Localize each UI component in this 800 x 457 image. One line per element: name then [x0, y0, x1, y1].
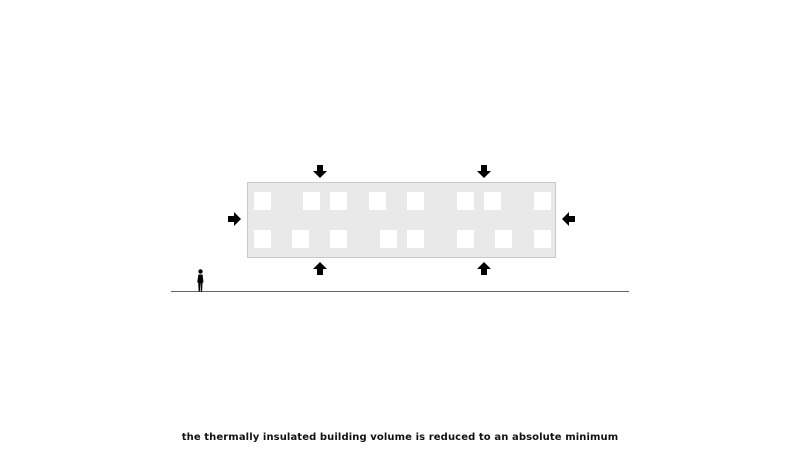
arrow-up-icon — [313, 262, 327, 275]
window — [407, 192, 424, 210]
window — [254, 192, 271, 210]
arrow-up-icon — [477, 262, 491, 275]
window — [330, 192, 347, 210]
arrow-left-icon — [562, 212, 575, 226]
arrow-down-icon — [477, 165, 491, 178]
window — [457, 192, 474, 210]
window — [457, 230, 474, 248]
window — [380, 230, 397, 248]
window — [495, 230, 512, 248]
window — [484, 192, 501, 210]
window — [407, 230, 424, 248]
window — [303, 192, 320, 210]
window — [292, 230, 309, 248]
person-silhouette-icon — [197, 269, 204, 292]
arrows — [228, 165, 575, 275]
window-row-top — [254, 192, 551, 210]
window — [534, 230, 551, 248]
window-row-bottom — [254, 230, 551, 248]
window — [254, 230, 271, 248]
window — [369, 192, 386, 210]
diagram-caption: the thermally insulated building volume … — [181, 432, 619, 443]
arrow-down-icon — [313, 165, 327, 178]
arrow-right-icon — [228, 212, 241, 226]
window — [330, 230, 347, 248]
window — [534, 192, 551, 210]
